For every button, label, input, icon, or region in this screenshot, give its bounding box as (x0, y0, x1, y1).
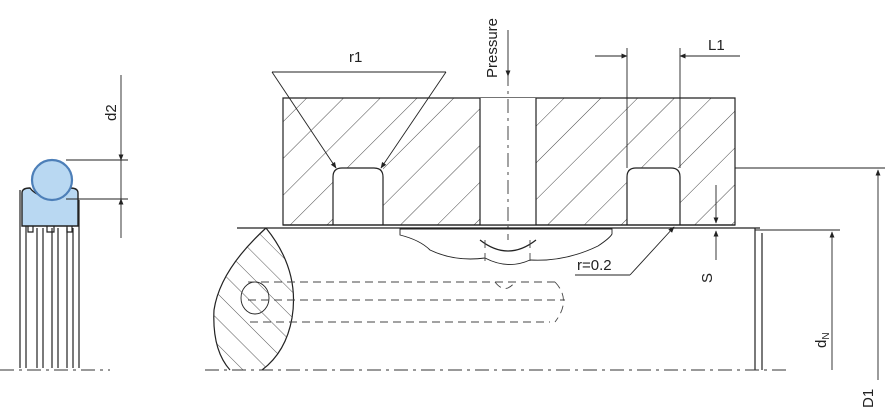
dn-dimension: dN (755, 229, 840, 370)
s-dimension: S (699, 185, 719, 283)
r1-callout: r1 (271, 49, 447, 169)
fillet-callout: r=0.2 (575, 226, 675, 276)
groove-right (626, 167, 681, 225)
breakout-section (399, 228, 613, 265)
r1-label: r1 (349, 49, 362, 66)
pressure-indicator: Pressure (484, 18, 511, 78)
fillet-label: r=0.2 (577, 257, 612, 274)
dn-label: dN (813, 332, 832, 348)
hidden-lines (248, 281, 565, 323)
pressure-label: Pressure (484, 18, 501, 78)
s-label: S (699, 273, 716, 283)
shaft (205, 227, 790, 371)
d1-dimension: D1 (735, 167, 885, 408)
seal-profile-lines (19, 190, 80, 368)
seal-detail: d2 (0, 75, 128, 371)
d1-label: D1 (860, 389, 877, 408)
groove-left (332, 167, 384, 225)
l1-dimension: L1 (595, 37, 740, 168)
assembly-section: r1 Pressure L1 D1 dN (205, 18, 885, 408)
l1-label: L1 (708, 37, 725, 54)
o-ring (30, 158, 74, 202)
d2-label: d2 (103, 104, 120, 121)
d2-dimension: d2 (66, 75, 128, 238)
